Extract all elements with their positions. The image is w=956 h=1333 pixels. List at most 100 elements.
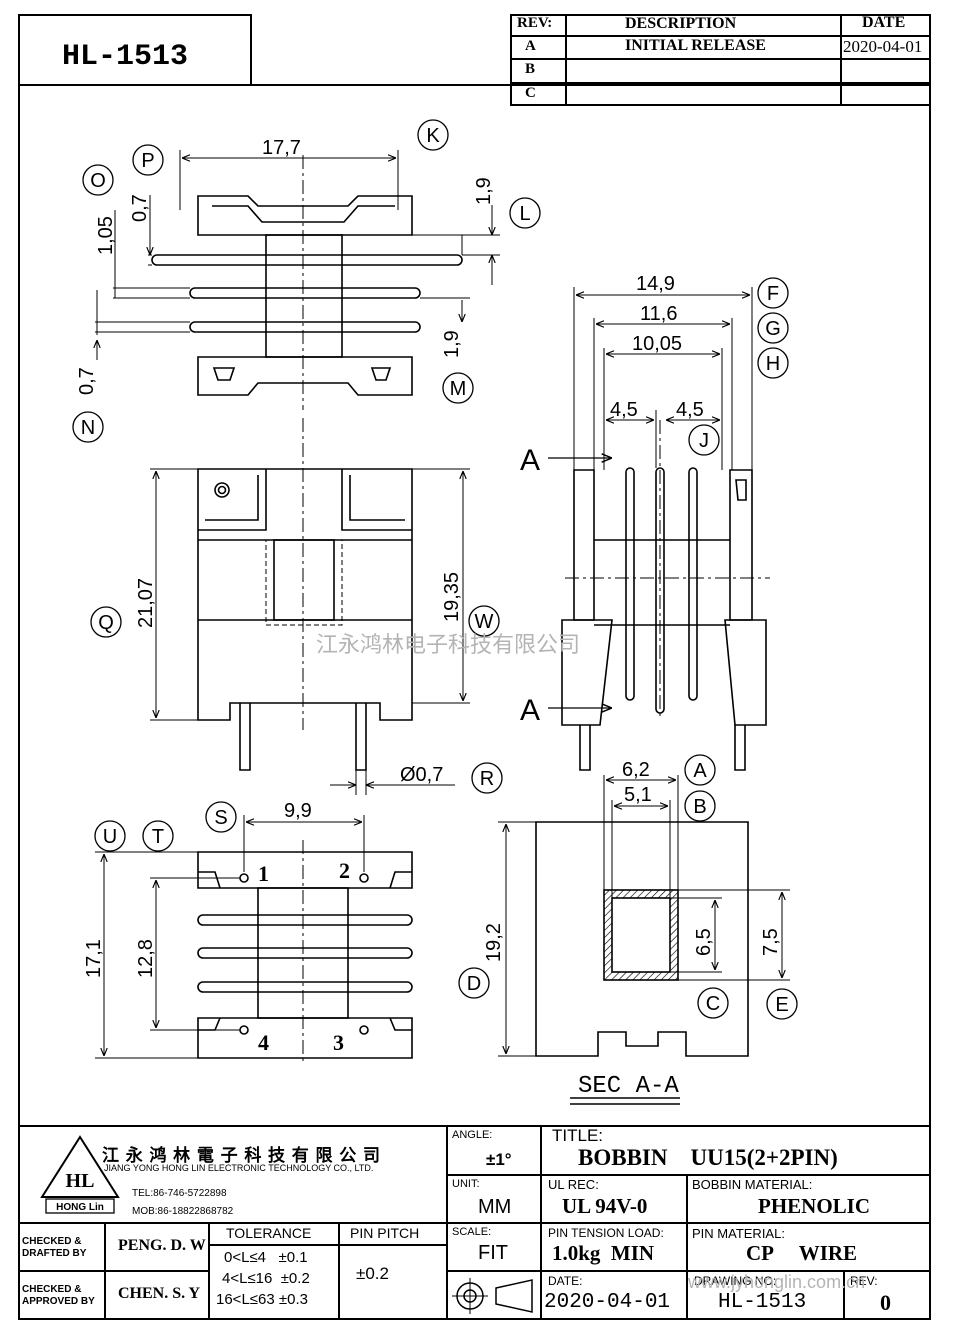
dim-pin-dia: Ø0,7 (400, 764, 443, 786)
callout-d: D (467, 973, 481, 995)
rev-label: REV: (850, 1274, 878, 1288)
callout-o: O (90, 170, 106, 192)
bobbin-material-value: PHENOLIC (758, 1194, 871, 1218)
callout-r: R (480, 768, 494, 790)
dim-21-07: 21,07 (135, 578, 157, 628)
angle-label: ANGLE: (452, 1129, 493, 1141)
projection-symbol-icon (452, 1278, 533, 1314)
checked-drafted-name: PENG. D. W (118, 1237, 206, 1254)
company-name-en: JIANG YONG HONG LIN ELECTRONIC TECHNOLOG… (104, 1163, 374, 1173)
part-number: HL-1513 (62, 40, 189, 74)
angle-value: ±1° (486, 1150, 512, 1169)
section-mark-top: A (520, 444, 540, 477)
part-number-box (18, 14, 252, 86)
tolerance-row-1: 0<L≤4 ±0.1 (224, 1249, 308, 1266)
title-value: BOBBIN UU15(2+2PIN) (578, 1145, 838, 1170)
top-view (95, 150, 500, 410)
dim-12-8: 12,8 (135, 939, 157, 978)
dim-1-9-bottom: 1,9 (441, 330, 463, 358)
pin-2-label: 2 (339, 858, 350, 883)
ul-rec-label: UL REC: (548, 1177, 599, 1192)
dim-7-5: 7,5 (760, 928, 782, 956)
drawing-no-label: DRAWING NO: (694, 1274, 777, 1288)
svg-text:HONG Lin: HONG Lin (56, 1202, 104, 1213)
scale-value: FIT (478, 1242, 508, 1264)
company-name-cn: 江 永 鸿 林 電 子 科 技 有 限 公 司 (102, 1146, 381, 1165)
callout-t: T (152, 826, 164, 848)
rev-row-a-desc: INITIAL RELEASE (625, 37, 766, 54)
dim-5-1: 5,1 (624, 784, 652, 806)
callout-c: C (706, 993, 720, 1015)
pin-tension-value: 1.0kg MIN (552, 1241, 655, 1265)
dim-6-5: 6,5 (693, 928, 715, 956)
callout-k: K (426, 125, 440, 147)
pin-pitch-label: PIN PITCH (350, 1225, 420, 1241)
rev-row-a: A (525, 38, 536, 54)
callout-labels: K P O L M N F G H J Q W R S U T A B C D … (81, 125, 789, 1016)
dim-4-5-left: 4,5 (610, 399, 638, 421)
pin-material-label: PIN MATERIAL: (692, 1226, 785, 1241)
rev-row-c: C (525, 85, 536, 101)
callout-u: U (103, 826, 117, 848)
pin-number-labels: 1 2 4 3 (258, 858, 350, 1055)
pin-tension-label: PIN TENSION LOAD: (548, 1226, 664, 1240)
rev-row-a-date: 2020-04-01 (843, 37, 923, 56)
callout-w: W (475, 611, 494, 633)
pin-3-label: 3 (333, 1030, 344, 1055)
company-logo: HL HONG Lin (40, 1135, 120, 1214)
callout-s: S (214, 807, 227, 829)
rev-value: 0 (880, 1290, 891, 1315)
pin-pitch-value: ±0.2 (356, 1264, 389, 1283)
svg-text:HL: HL (66, 1170, 95, 1192)
unit-label: UNIT: (452, 1178, 480, 1190)
checked-approved-name: CHEN. S. Y (118, 1285, 201, 1302)
description-header: DESCRIPTION (625, 15, 737, 32)
callout-a: A (693, 760, 707, 782)
callout-circles (72, 119, 798, 1020)
dim-1-9-top: 1,9 (473, 177, 495, 205)
bobbin-material-label: BOBBIN MATERIAL: (692, 1177, 813, 1192)
dim-14-9: 14,9 (636, 273, 675, 295)
ul-rec-value: UL 94V-0 (562, 1194, 648, 1218)
callout-e: E (775, 994, 788, 1016)
dim-0-7-top: 0,7 (129, 194, 151, 222)
pin-material-value: CP WIRE (746, 1241, 858, 1265)
callout-l: L (519, 203, 530, 225)
title-label: TITLE: (552, 1126, 604, 1145)
side-view (548, 287, 770, 771)
rev-row-b: B (525, 61, 536, 77)
date-value: 2020-04-01 (544, 1291, 671, 1314)
checked-approved-label: CHECKED & APPROVED BY (22, 1284, 95, 1307)
dim-4-5-right: 4,5 (676, 399, 704, 421)
drawing-no-value: HL-1513 (718, 1291, 807, 1314)
company-mob: MOB:86-18822868782 (132, 1206, 234, 1217)
tolerance-row-2: 4<L≤16 ±0.2 (222, 1270, 310, 1287)
dim-11-6: 11,6 (640, 303, 677, 325)
dim-19-35: 19,35 (441, 572, 463, 622)
company-tel: TEL:86-746-5722898 (132, 1188, 227, 1199)
section-cut-labels: A A (520, 444, 540, 727)
watermark-url: www.jyhonglin.com.cn (688, 1272, 866, 1292)
callout-m: M (450, 378, 467, 400)
dim-6-2: 6,2 (622, 759, 650, 781)
dim-1-05: 1,05 (95, 216, 117, 255)
drawing-frame (18, 84, 931, 1320)
section-title: SEC A-A (578, 1073, 679, 1100)
rev-header: REV: (517, 15, 553, 31)
tolerance-row-3: 16<L≤63 ±0.3 (216, 1291, 308, 1308)
callout-n: N (81, 417, 95, 439)
unit-value: MM (478, 1196, 512, 1218)
front-view (150, 418, 470, 795)
dim-19-2: 19,2 (483, 923, 505, 962)
technical-drawing: K P O L M N F G H J Q W R S U T A B C D … (72, 119, 798, 1105)
scale-label: SCALE: (452, 1226, 492, 1238)
callout-g: G (765, 318, 781, 340)
callout-f: F (767, 283, 779, 305)
dim-0-7-left: 0,7 (76, 367, 98, 395)
watermark: 江永鸿林电子科技有限公司 (316, 632, 580, 657)
pin-1-label: 1 (258, 861, 269, 886)
callout-h: H (766, 353, 780, 375)
dim-17-7: 17,7 (262, 137, 301, 159)
callout-j: J (699, 430, 709, 452)
section-mark-bottom: A (520, 694, 540, 727)
